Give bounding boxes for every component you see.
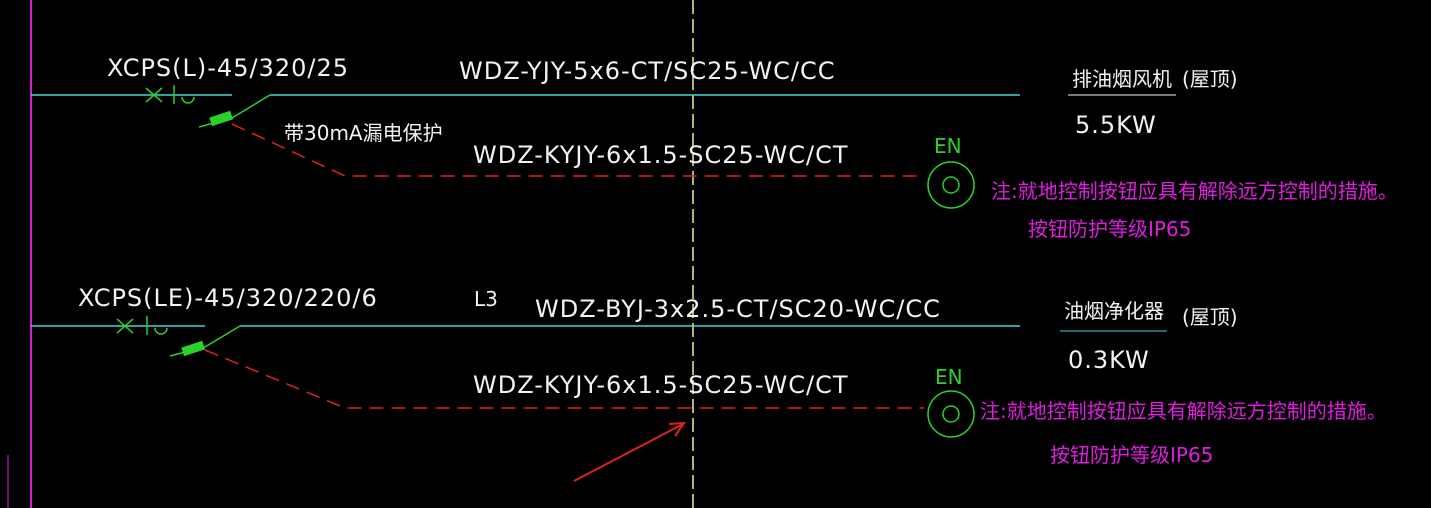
button-outer-circle-2 [927, 390, 975, 438]
breaker-symbol-1 [145, 85, 271, 128]
cable-power-1: WDZ-YJY-5x6-CT/SC25-WC/CC [459, 57, 835, 85]
cable-power-2: WDZ-BYJ-3x2.5-CT/SC20-WC/CC [535, 295, 941, 323]
button-inner-circle-2 [942, 405, 960, 423]
cable-control-2: WDZ-KYJY-6x1.5-SC25-WC/CT [473, 371, 849, 399]
breaker-symbol-2 [116, 316, 241, 357]
phase-label-2: L3 [474, 287, 498, 311]
note-line2-1: 按钮防护等级IP65 [1028, 217, 1191, 241]
load-location-1: (屋顶) [1182, 67, 1238, 91]
note-line2-2: 按钮防护等级IP65 [1050, 443, 1213, 467]
breaker-label-2: XCPS(LE)-45/320/220/6 [78, 284, 378, 312]
note-line1-2: 注:就地控制按钮应具有解除远方控制的措施。 [980, 399, 1387, 423]
circuit-2: XCPS(LE)-45/320/220/6 L3 WDZ-BYJ-3x2.5-C… [31, 284, 1387, 467]
circuit-1: XCPS(L)-45/320/25 WDZ-YJY-5x6-CT/SC25-WC… [31, 54, 1398, 241]
leakage-note-1: 带30mA漏电保护 [284, 121, 443, 145]
load-power-2: 0.3KW [1068, 346, 1150, 374]
load-power-1: 5.5KW [1075, 111, 1157, 139]
control-line-2 [204, 349, 924, 409]
load-name-2: 油烟净化器 [1064, 299, 1164, 323]
cable-control-1: WDZ-KYJY-6x1.5-SC25-WC/CT [473, 141, 849, 169]
note-line1-1: 注:就地控制按钮应具有解除远方控制的措施。 [991, 179, 1398, 203]
button-outer-circle-1 [927, 161, 975, 209]
button-inner-circle-1 [942, 176, 960, 194]
button-symbol-2: EN [935, 365, 963, 389]
control-line-1 [231, 123, 924, 177]
button-symbol-1: EN [934, 134, 962, 158]
breaker-label-1: XCPS(L)-45/320/25 [107, 54, 349, 82]
load-location-2: (屋顶) [1182, 305, 1238, 329]
annotation-arrow [573, 421, 687, 482]
load-name-1: 排油烟风机 [1072, 67, 1172, 91]
